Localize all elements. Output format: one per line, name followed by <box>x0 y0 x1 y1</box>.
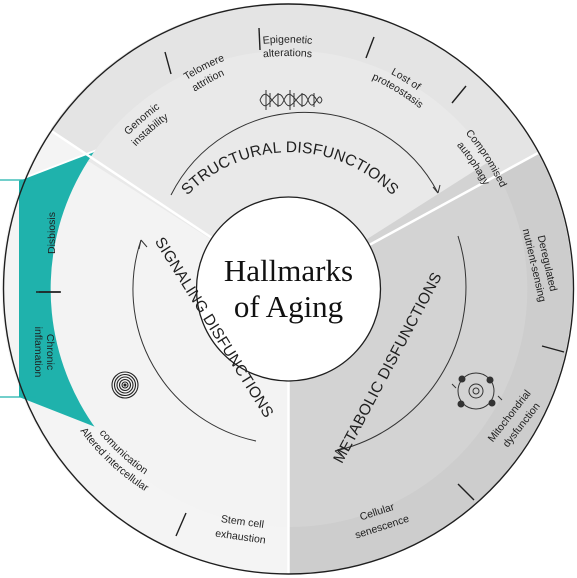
tick <box>451 85 467 104</box>
structural-segment <box>88 50 490 290</box>
tick <box>541 345 565 353</box>
metabolic-arrowhead <box>334 447 344 457</box>
item-epigenetic-line-1: Epigenetic <box>262 34 313 47</box>
signaling-arrow <box>132 239 257 442</box>
item-chronic-line-1: Chronic <box>44 334 56 370</box>
signaling-arrowhead <box>138 239 148 250</box>
metabolic-arrow <box>334 235 467 452</box>
tick <box>175 512 187 537</box>
structural-arrowhead <box>432 184 441 194</box>
tick <box>258 27 261 51</box>
tick <box>457 483 475 501</box>
cycle-icon <box>451 372 503 410</box>
center-outline <box>195 196 382 382</box>
outer-outline <box>2 3 575 575</box>
concentric-circles-icon <box>111 371 139 399</box>
item-epigenetic-line-2: alterations <box>262 47 312 60</box>
center-circle <box>196 197 381 381</box>
center-title-line-1: Hallmarks <box>224 253 353 288</box>
item-stem-line-1: Stem cell <box>220 513 264 531</box>
tick <box>164 51 172 75</box>
dna-icon <box>259 90 323 110</box>
item-disbiosis: Disbiosis <box>46 212 58 254</box>
item-chronic-line-2: inflamation <box>32 327 44 378</box>
center-title-line-2: of Aging <box>234 289 343 324</box>
tick <box>365 36 375 59</box>
teal-highlight-sector <box>19 150 98 428</box>
structural-arrow <box>170 111 439 196</box>
